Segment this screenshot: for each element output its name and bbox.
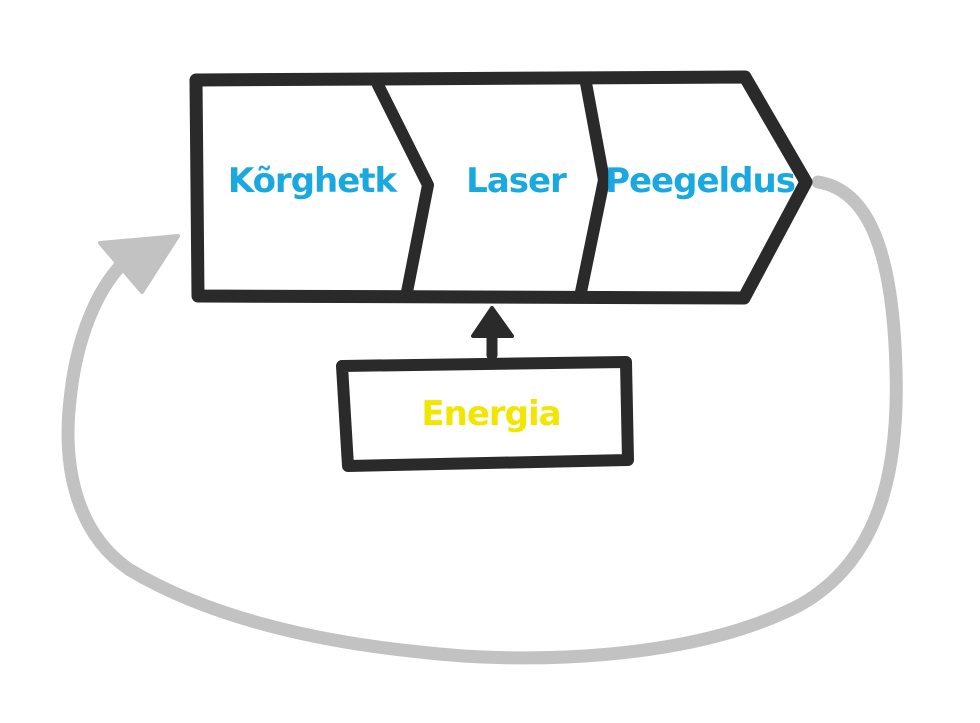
feedback-loop-arrow — [61, 175, 903, 665]
stage-label-peegeldus: Peegeldus — [605, 161, 795, 201]
stage-label-laser: Laser — [466, 161, 567, 201]
feedback-loop-arrowhead — [98, 234, 180, 294]
stage-label-korghetk: Kõrghetk — [228, 161, 399, 201]
process-bar-outline — [189, 70, 813, 305]
feedback-loop-line — [61, 175, 903, 665]
energy-box-outline — [336, 356, 634, 472]
stage-divider-1 — [372, 79, 434, 298]
energy-box — [336, 356, 634, 472]
energy-arrow — [471, 306, 514, 361]
process-bar — [189, 70, 813, 305]
energy-label: Energia — [421, 394, 560, 434]
stage-divider-2 — [575, 77, 610, 298]
energy-arrow-head — [471, 306, 514, 338]
